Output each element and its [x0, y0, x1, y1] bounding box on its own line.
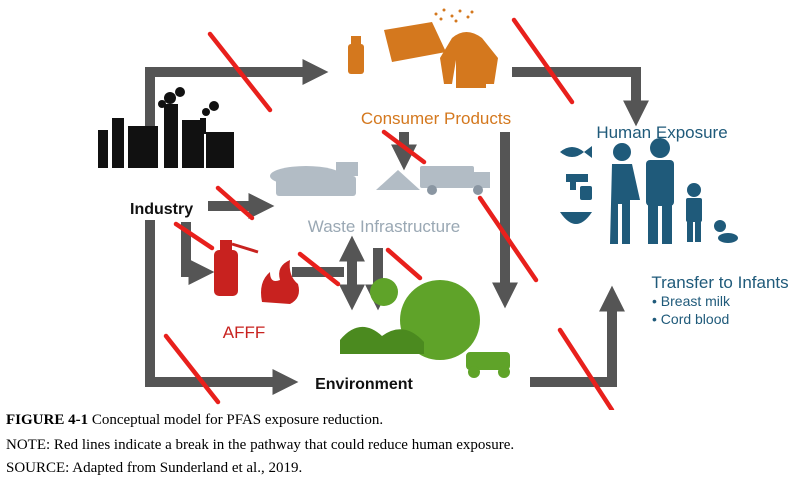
spray-can-icon	[348, 44, 364, 74]
figure-caption: FIGURE 4-1 Conceptual model for PFAS exp…	[6, 412, 383, 429]
break-line-industry-waste	[215, 185, 255, 221]
mother-icon	[613, 143, 631, 161]
environment-label: Environment	[315, 376, 413, 393]
flame-icon	[261, 260, 299, 304]
transfer-to-infants-label: Transfer to Infants	[651, 273, 788, 292]
figure-title: Conceptual model for PFAS exposure reduc…	[91, 412, 384, 428]
break-line-environment-infants	[557, 327, 615, 410]
consumer-products-label: Consumer Products	[361, 109, 511, 128]
figure-label: FIGURE 4-1	[6, 412, 89, 428]
arrow-environment-to-infants	[530, 285, 625, 387]
waste-infrastructure-label: Waste Infrastructure	[308, 217, 460, 236]
break-line-consumer-waste	[381, 129, 427, 165]
food-bowl-icon	[560, 212, 592, 224]
child-icon	[687, 183, 701, 197]
arrow-industry-to-consumer	[145, 59, 329, 128]
cup-icon	[580, 186, 592, 200]
landfill-icon	[376, 170, 420, 190]
arrow-industry-to-environment	[145, 220, 299, 395]
garbage-truck-icon	[420, 166, 474, 188]
human-exposure-label: Human Exposure	[596, 123, 727, 142]
transfer-item-breast-milk: • Breast milk	[652, 293, 731, 309]
break-line-industry-environment	[163, 333, 221, 405]
break-line-industry-consumer	[207, 31, 273, 113]
afff-icons	[214, 240, 299, 304]
afff-label: AFFF	[223, 323, 266, 342]
break-line-consumer-environment	[477, 195, 539, 283]
sun-icon	[370, 278, 398, 306]
father-icon	[650, 138, 670, 158]
pfas-pathway-diagram: Consumer Products Industry Waste Infrast…	[98, 8, 789, 410]
arrow-industry-to-afff	[181, 222, 215, 285]
arrow-consumer-to-human	[512, 67, 649, 127]
fire-extinguisher-icon	[214, 250, 238, 296]
break-line-industry-afff	[173, 221, 215, 251]
faucet-icon	[566, 174, 588, 190]
pizza-box-icon	[384, 22, 446, 62]
fish-icon	[560, 146, 592, 158]
break-line-consumer-human	[511, 17, 575, 105]
jacket-icon	[440, 32, 498, 88]
baby-icon	[714, 220, 726, 232]
figure-note: NOTE: Red lines indicate a break in the …	[6, 437, 515, 453]
transfer-item-cord-blood: • Cord blood	[652, 311, 729, 327]
environment-icons	[340, 278, 510, 378]
industry-label: Industry	[130, 201, 193, 218]
tractor-icon	[466, 352, 510, 370]
waste-infrastructure-icons	[270, 162, 490, 196]
human-exposure-icons	[560, 138, 738, 244]
break-line-waste-environment	[385, 247, 423, 281]
factory-icon	[98, 87, 234, 168]
break-line-afff-environment	[297, 251, 341, 287]
consumer-products-icons	[348, 8, 498, 88]
pathway-breaks	[163, 17, 615, 410]
figure-source: SOURCE: Adapted from Sunderland et al., …	[6, 460, 303, 476]
wave-icon	[340, 326, 424, 354]
